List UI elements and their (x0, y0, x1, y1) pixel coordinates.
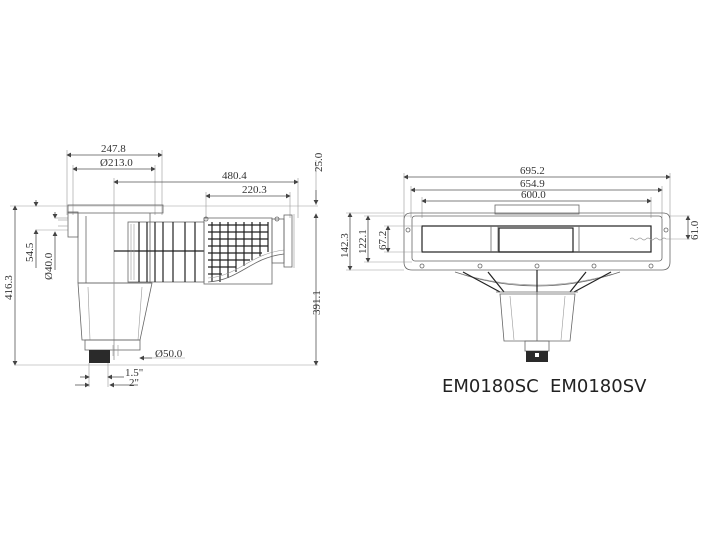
dim-flange-width: 654.9 (520, 178, 545, 190)
dim-top-offset: 25.0 (313, 152, 325, 172)
dim-water-level: 61.0 (689, 220, 701, 240)
dim-overall-height: 142.3 (339, 233, 351, 258)
model-label-sv: EM0180SV (550, 376, 647, 397)
dim-thread-2: 2" (129, 377, 139, 389)
dim-top-width: 247.8 (101, 143, 126, 155)
dim-inlet-height: 54.5 (24, 242, 36, 262)
dim-mouth-height: 67.2 (377, 231, 389, 250)
front-view: 695.2 654.9 600.0 (339, 165, 701, 362)
model-label-sc: EM0180SC (442, 376, 539, 397)
dim-inlet-diameter: Ø40.0 (43, 252, 55, 280)
dim-total-height: 416.3 (3, 275, 15, 300)
dim-total-length: 480.4 (222, 170, 247, 182)
dim-thread-1-5: 1.5" (125, 367, 143, 379)
dim-overall-width: 695.2 (520, 165, 545, 177)
dim-basket-length: 220.3 (242, 184, 267, 196)
dim-outlet-height: 391.1 (311, 290, 323, 315)
dim-top-diameter: Ø213.0 (100, 157, 133, 169)
side-view: 247.8 Ø213.0 480.4 220.3 25.0 416.3 54.5 (3, 143, 325, 389)
dim-mouth-width: 600.0 (521, 189, 546, 201)
dim-outlet-diameter: Ø50.0 (155, 348, 183, 360)
dim-flange-height: 122.1 (357, 229, 369, 254)
